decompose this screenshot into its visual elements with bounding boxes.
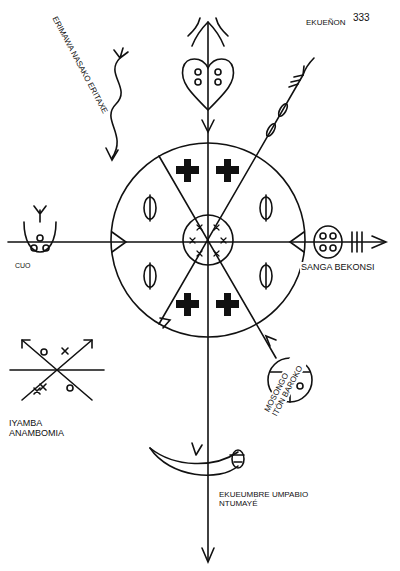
symbol-name: SANGA BEKONSI: [300, 262, 376, 272]
feather-line: [265, 58, 314, 138]
main-circle: [111, 143, 305, 337]
horn-symbol: [150, 443, 244, 475]
symbol-name: CUO: [14, 262, 32, 270]
page-number: 333: [352, 12, 371, 24]
cuo-symbol: [24, 206, 56, 252]
sanga-symbol: [314, 226, 362, 258]
vertical-axis: [207, 22, 209, 560]
triangle-mark: [290, 232, 304, 252]
black-crosses: [176, 159, 239, 316]
wavy-arrow: [106, 48, 128, 160]
symbol-name: ERIMAWA NASAKO ERITAXE: [50, 14, 110, 116]
oval-marks: [144, 195, 272, 289]
heart-symbol: [182, 18, 233, 132]
symbol-name: IYAMBA ANAMBOMIA: [8, 418, 80, 439]
triangle-mark: [112, 232, 126, 252]
x-marks: [190, 225, 226, 256]
symbol-name: EKUEUMBRE UMPABIO NTUMAYÉ: [218, 490, 316, 508]
symbol-name: EKUEÑON: [305, 18, 347, 27]
triangle-mark: [160, 318, 170, 328]
inner-circle: [183, 215, 233, 265]
triangle-mark: [266, 336, 276, 346]
arrowhead: [372, 236, 386, 248]
diagonal-line: [159, 75, 303, 324]
diagonal-line: [159, 156, 276, 358]
arrowhead: [202, 548, 214, 562]
horizontal-axis: [8, 241, 384, 243]
iyamba-star: [10, 340, 104, 400]
